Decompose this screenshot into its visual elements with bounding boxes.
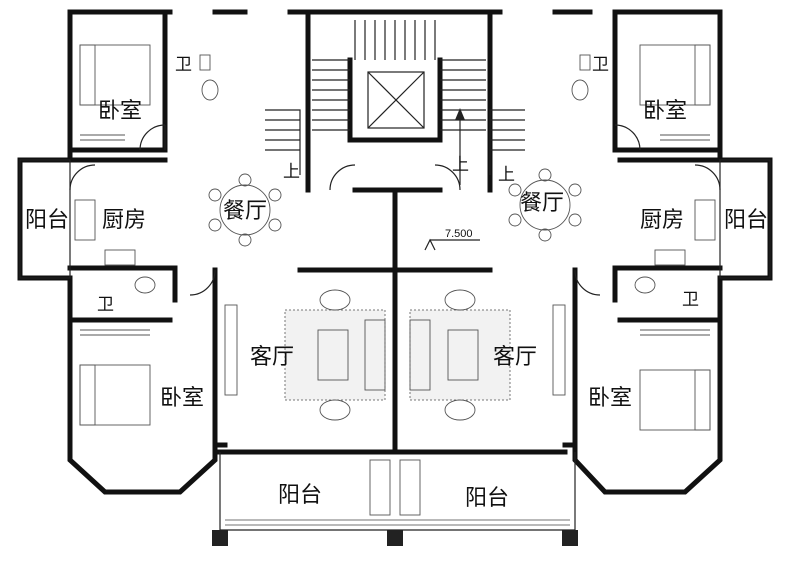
dining-tables <box>208 168 582 247</box>
bedroom-label-bottom-left: 卧室 <box>160 385 204 410</box>
bathroom-label-bottom-left: 卫 <box>97 295 114 314</box>
bedroom-label-bottom-right: 卧室 <box>588 385 632 410</box>
pillars <box>212 530 578 546</box>
outer-walls <box>17 9 773 495</box>
bedroom-label-top-left: 卧室 <box>98 98 142 123</box>
living-sets <box>224 289 566 421</box>
kitchen-label-left: 厨房 <box>102 207 146 232</box>
doors <box>69 124 721 296</box>
fixtures <box>74 54 716 516</box>
elevation-label: 7.500 <box>445 228 473 240</box>
bathroom-label-top-right: 卫 <box>592 55 609 74</box>
living-label-left: 客厅 <box>250 344 294 369</box>
kitchen-label-right: 厨房 <box>640 207 684 232</box>
stair-up-label-right: 上 <box>498 165 515 184</box>
bathroom-label-bottom-right: 卫 <box>682 290 699 309</box>
balcony-label-bottom-right: 阳台 <box>465 485 509 510</box>
balcony-label-right: 阳台 <box>724 207 768 232</box>
bathroom-label-top-left: 卫 <box>175 55 192 74</box>
elevation-marker <box>424 238 480 251</box>
balcony-label-bottom-left: 阳台 <box>278 482 322 507</box>
dining-label-right: 餐厅 <box>520 190 564 215</box>
living-label-right: 客厅 <box>493 344 537 369</box>
staircase <box>265 20 525 185</box>
stair-up-label-center: 上 <box>452 155 469 174</box>
balcony-label-left: 阳台 <box>25 207 69 232</box>
stair-up-label-left: 上 <box>283 162 300 181</box>
beds <box>79 44 711 431</box>
dining-label-left: 餐厅 <box>223 198 267 223</box>
bedroom-label-top-right: 卧室 <box>643 98 687 123</box>
